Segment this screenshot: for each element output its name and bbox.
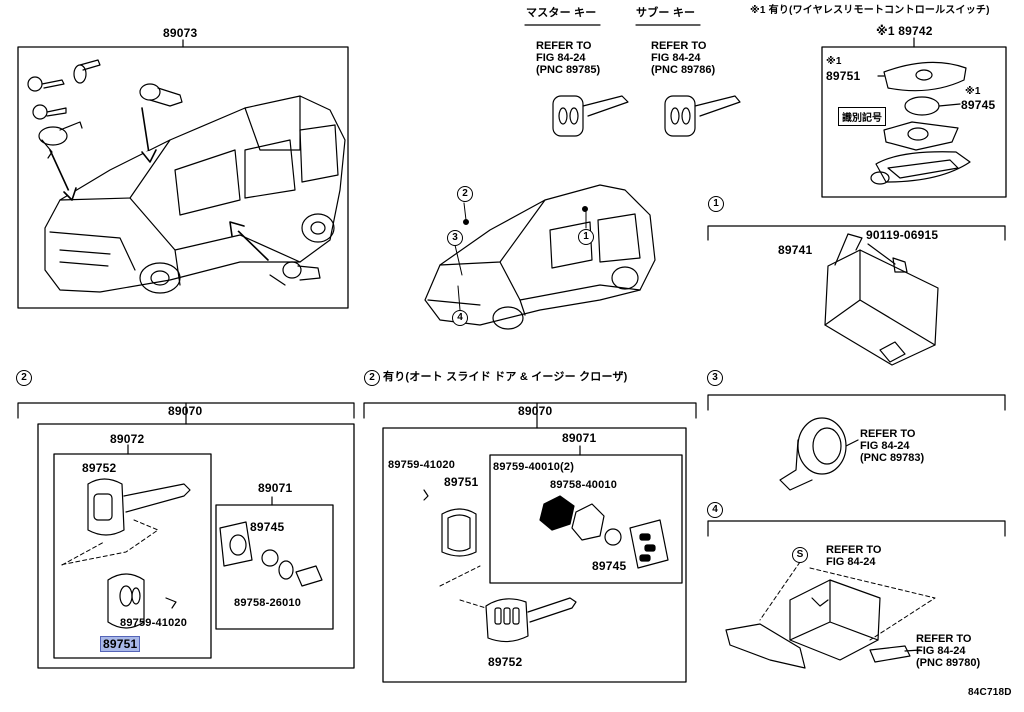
sec4-ref-s[interactable]: REFER TO FIG 84-24 xyxy=(826,544,882,568)
part-89073[interactable]: 89073 xyxy=(163,26,198,40)
cover-89751-art xyxy=(423,489,477,557)
center-callout-2[interactable]: 2 xyxy=(457,186,473,202)
sub-key-ref[interactable]: REFER TO FIG 84-24 (PNC 89786) xyxy=(651,40,716,76)
sec2b-number[interactable]: 2 xyxy=(364,370,380,386)
leader-arrows xyxy=(49,107,269,261)
part-89071-b[interactable]: 89071 xyxy=(562,431,597,445)
receiver-unit-art xyxy=(725,579,921,669)
sec4-bracket xyxy=(707,520,1006,537)
sec2b-title: 有り(オート スライド ドア & イージー クローザ) xyxy=(383,371,628,383)
master-key-ref[interactable]: REFER TO FIG 84-24 (PNC 89785) xyxy=(536,40,601,76)
key-icons xyxy=(27,59,101,159)
center-vehicle xyxy=(424,184,656,330)
sec3-ref[interactable]: REFER TO FIG 84-24 (PNC 89783) xyxy=(860,428,925,464)
sec4-s-mark[interactable]: S xyxy=(792,547,808,563)
center-callout-3[interactable]: 3 xyxy=(447,230,463,246)
center-callout-4[interactable]: 4 xyxy=(452,310,468,326)
sec3-number[interactable]: 3 xyxy=(707,370,723,386)
sec2-number[interactable]: 2 xyxy=(16,370,32,386)
sub-key-art xyxy=(664,95,741,137)
part-89070-a[interactable]: 89070 xyxy=(168,404,203,418)
part-90119-06915[interactable]: 90119-06915 xyxy=(866,228,939,242)
part-89759-41020-a[interactable]: 89759-41020 xyxy=(120,617,188,629)
key-89751-art xyxy=(107,573,177,629)
sec1-number[interactable]: 1 xyxy=(708,196,724,212)
sec2-outer-box xyxy=(37,423,355,669)
vehicle-illustration xyxy=(44,95,346,294)
sec4-ref-b[interactable]: REFER TO FIG 84-24 (PNC 89780) xyxy=(916,633,981,669)
part-89745-b[interactable]: 89745 xyxy=(592,559,627,573)
center-callout-1[interactable]: 1 xyxy=(578,229,594,245)
lock-cylinder-3-art xyxy=(779,417,859,491)
master-key-title: マスター キー xyxy=(526,7,597,19)
part-89070-b[interactable]: 89070 xyxy=(518,404,553,418)
sec4-number[interactable]: 4 xyxy=(707,502,723,518)
battery-case-art xyxy=(219,521,323,587)
part-89752-b[interactable]: 89752 xyxy=(488,655,523,669)
key-89752-b-art xyxy=(485,597,577,643)
transmitter-box-2 xyxy=(215,504,334,630)
sec2b-inner-box xyxy=(489,454,683,584)
sec1-bracket xyxy=(707,225,1006,241)
sec3-bracket xyxy=(707,394,1006,411)
vehicle-locks-box xyxy=(17,46,349,309)
lock-cylinders xyxy=(139,83,321,286)
part-89741[interactable]: 89741 xyxy=(778,243,813,257)
master-key-art xyxy=(552,95,629,137)
part-89742[interactable]: ※1 89742 xyxy=(876,24,933,38)
part-89752-a[interactable]: 89752 xyxy=(82,461,117,475)
part-89072[interactable]: 89072 xyxy=(110,432,145,446)
part-89745-wireless[interactable]: 89745 xyxy=(961,98,996,112)
part-89751-highlighted[interactable]: 89751 xyxy=(100,636,141,652)
center-leaders xyxy=(454,202,588,311)
transmitter-exploded xyxy=(870,61,971,185)
part-89071-a[interactable]: 89071 xyxy=(258,481,293,495)
ecu-unit xyxy=(824,233,939,366)
wireless-note: ※1 有り(ワイヤレスリモートコントロールスイッチ) xyxy=(750,5,990,16)
wireless-mark1: ※1 xyxy=(826,56,842,67)
key-set-box xyxy=(53,453,212,659)
part-89758-40010[interactable]: 89758-40010 xyxy=(550,479,618,491)
part-89745-a[interactable]: 89745 xyxy=(250,520,285,534)
part-89758-26010[interactable]: 89758-26010 xyxy=(234,597,302,609)
key-89752-art xyxy=(87,478,191,536)
part-89751-b[interactable]: 89751 xyxy=(444,475,479,489)
sec2b-outer-box xyxy=(382,427,687,683)
part-89759-41020-b[interactable]: 89759-41020 xyxy=(388,459,456,471)
diagram-code: 84C718D xyxy=(968,687,1012,698)
sec2b-bracket xyxy=(363,402,697,419)
part-89751-wireless[interactable]: 89751 xyxy=(826,69,861,83)
sub-key-title: サブー キー xyxy=(636,7,696,19)
part-89759-40010[interactable]: 89759-40010(2) xyxy=(493,461,575,473)
case-89758-40010-art xyxy=(539,495,669,569)
id-tag: 識別記号 xyxy=(838,107,886,126)
wireless-mark2: ※1 xyxy=(965,86,981,97)
